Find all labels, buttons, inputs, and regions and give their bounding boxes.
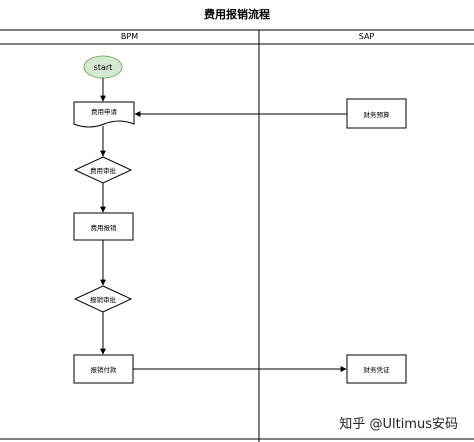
lane-header-sap: SAP xyxy=(358,32,375,41)
start-node[interactable] xyxy=(83,55,123,79)
financial-budget-node[interactable] xyxy=(346,98,407,129)
expense-reimbursement-node[interactable] xyxy=(73,212,134,241)
reimbursement-approval-node[interactable] xyxy=(73,285,133,313)
reimbursement-payment-node[interactable] xyxy=(73,354,134,384)
lane-header-bpm: BPM xyxy=(120,32,139,41)
financial-voucher-node[interactable] xyxy=(346,354,407,384)
expense-application-node[interactable] xyxy=(73,101,135,128)
watermark-text: 知乎 @Ultimus安码 xyxy=(337,413,460,432)
expense-approval-node[interactable] xyxy=(73,156,133,184)
diagram-title: 费用报销流程 xyxy=(204,8,270,21)
